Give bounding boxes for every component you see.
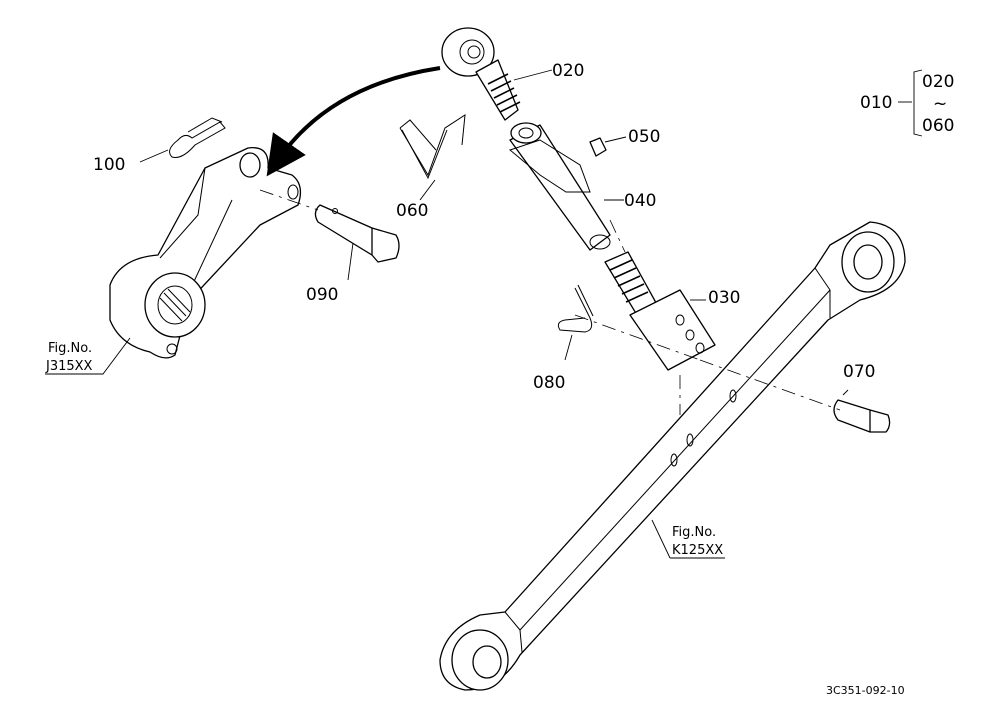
lower-link [439,221,906,691]
callout-050: 050 [628,127,660,147]
callout-060: 060 [396,201,428,221]
drawing-code: 3C351-092-10 [826,684,905,697]
fig-ref-right-code: K125XX [672,543,723,558]
callout-020: 020 [552,61,584,81]
grease-fitting-050 [589,136,627,157]
fig-ref-right-label: Fig.No. [672,525,716,540]
r-pin-100 [139,117,226,163]
callout-070: 070 [843,362,875,382]
lift-arm [109,147,302,359]
callout-030: 030 [708,288,740,308]
callout-090: 090 [306,285,338,305]
callout-100: 100 [93,155,125,175]
top-link-body-040 [508,122,624,251]
range-from: 020 [922,72,954,92]
range-tilde: ~ [933,94,947,114]
range-bracket [898,69,923,137]
callout-010: 010 [860,93,892,113]
top-link-end-020 [441,27,553,121]
assembly-direction-arrow [266,66,441,177]
pin-070 [833,389,891,433]
fig-ref-left-label: Fig.No. [48,341,92,356]
clevis-end-030 [604,251,716,371]
spring-clip-060 [399,114,466,201]
range-to: 060 [922,116,954,136]
fig-ref-left-code: J315XX [45,359,93,374]
callout-040: 040 [624,191,656,211]
r-pin-080 [557,284,594,361]
pin-090 [259,189,400,281]
callout-080: 080 [533,373,565,393]
